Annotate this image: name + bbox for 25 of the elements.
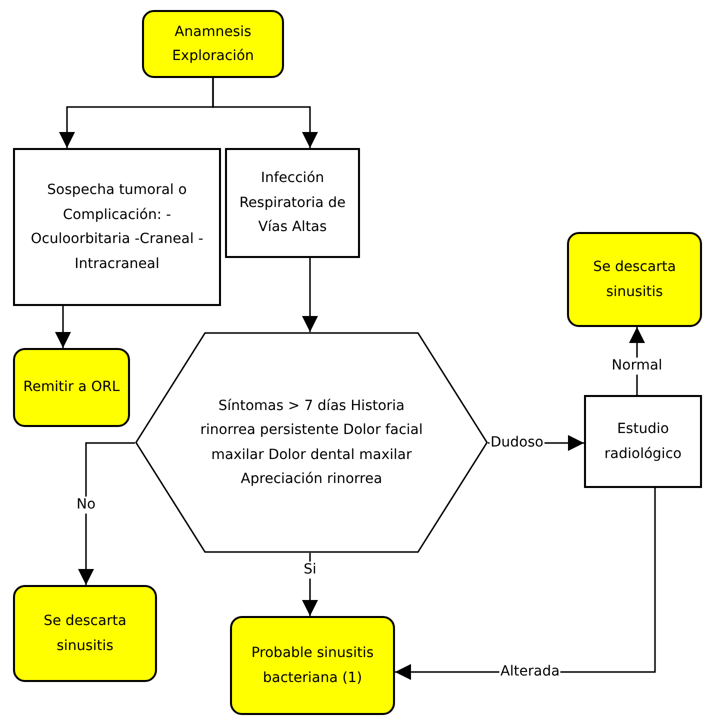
arrow: [302, 258, 318, 332]
arrow: [78, 442, 135, 585]
terminal-box: [567, 232, 702, 327]
node-text: Remitir a ORL: [23, 378, 120, 398]
terminal-box: [142, 10, 284, 78]
node-text: Se descarta sinusitis: [592, 258, 677, 302]
node-text: Se descarta sinusitis: [42, 612, 128, 656]
terminal-box: [13, 585, 157, 682]
process-box: [13, 148, 221, 306]
node-text: Sospecha tumoral o Complicación: -Oculoorbitaria -Craneal -Intracraneal: [30, 181, 204, 274]
node-text: Anamnesis Exploración: [171, 22, 255, 66]
edge-label: Normal: [610, 358, 664, 374]
node-text: Infección Respiratoria de Vías Altas: [238, 169, 347, 238]
arrow: [55, 306, 71, 348]
arrow: [212, 78, 318, 148]
process-box: [225, 148, 360, 258]
node-text: Síntomas > 7 días Historia rinorrea persistente Dolor facial maxilar Dolor dental maxilar Apreciación rinorrea: [199, 396, 424, 489]
edge-label: Si: [302, 562, 318, 578]
terminal-box: [13, 348, 130, 427]
terminal-box: [230, 616, 395, 715]
node-text: Probable sinusitis bacteriana (1): [250, 644, 375, 688]
edge-label: No: [75, 496, 97, 514]
node-text: Estudio radiológico: [603, 420, 683, 464]
process-box: [584, 395, 702, 488]
decision-hexagon: [135, 332, 488, 553]
